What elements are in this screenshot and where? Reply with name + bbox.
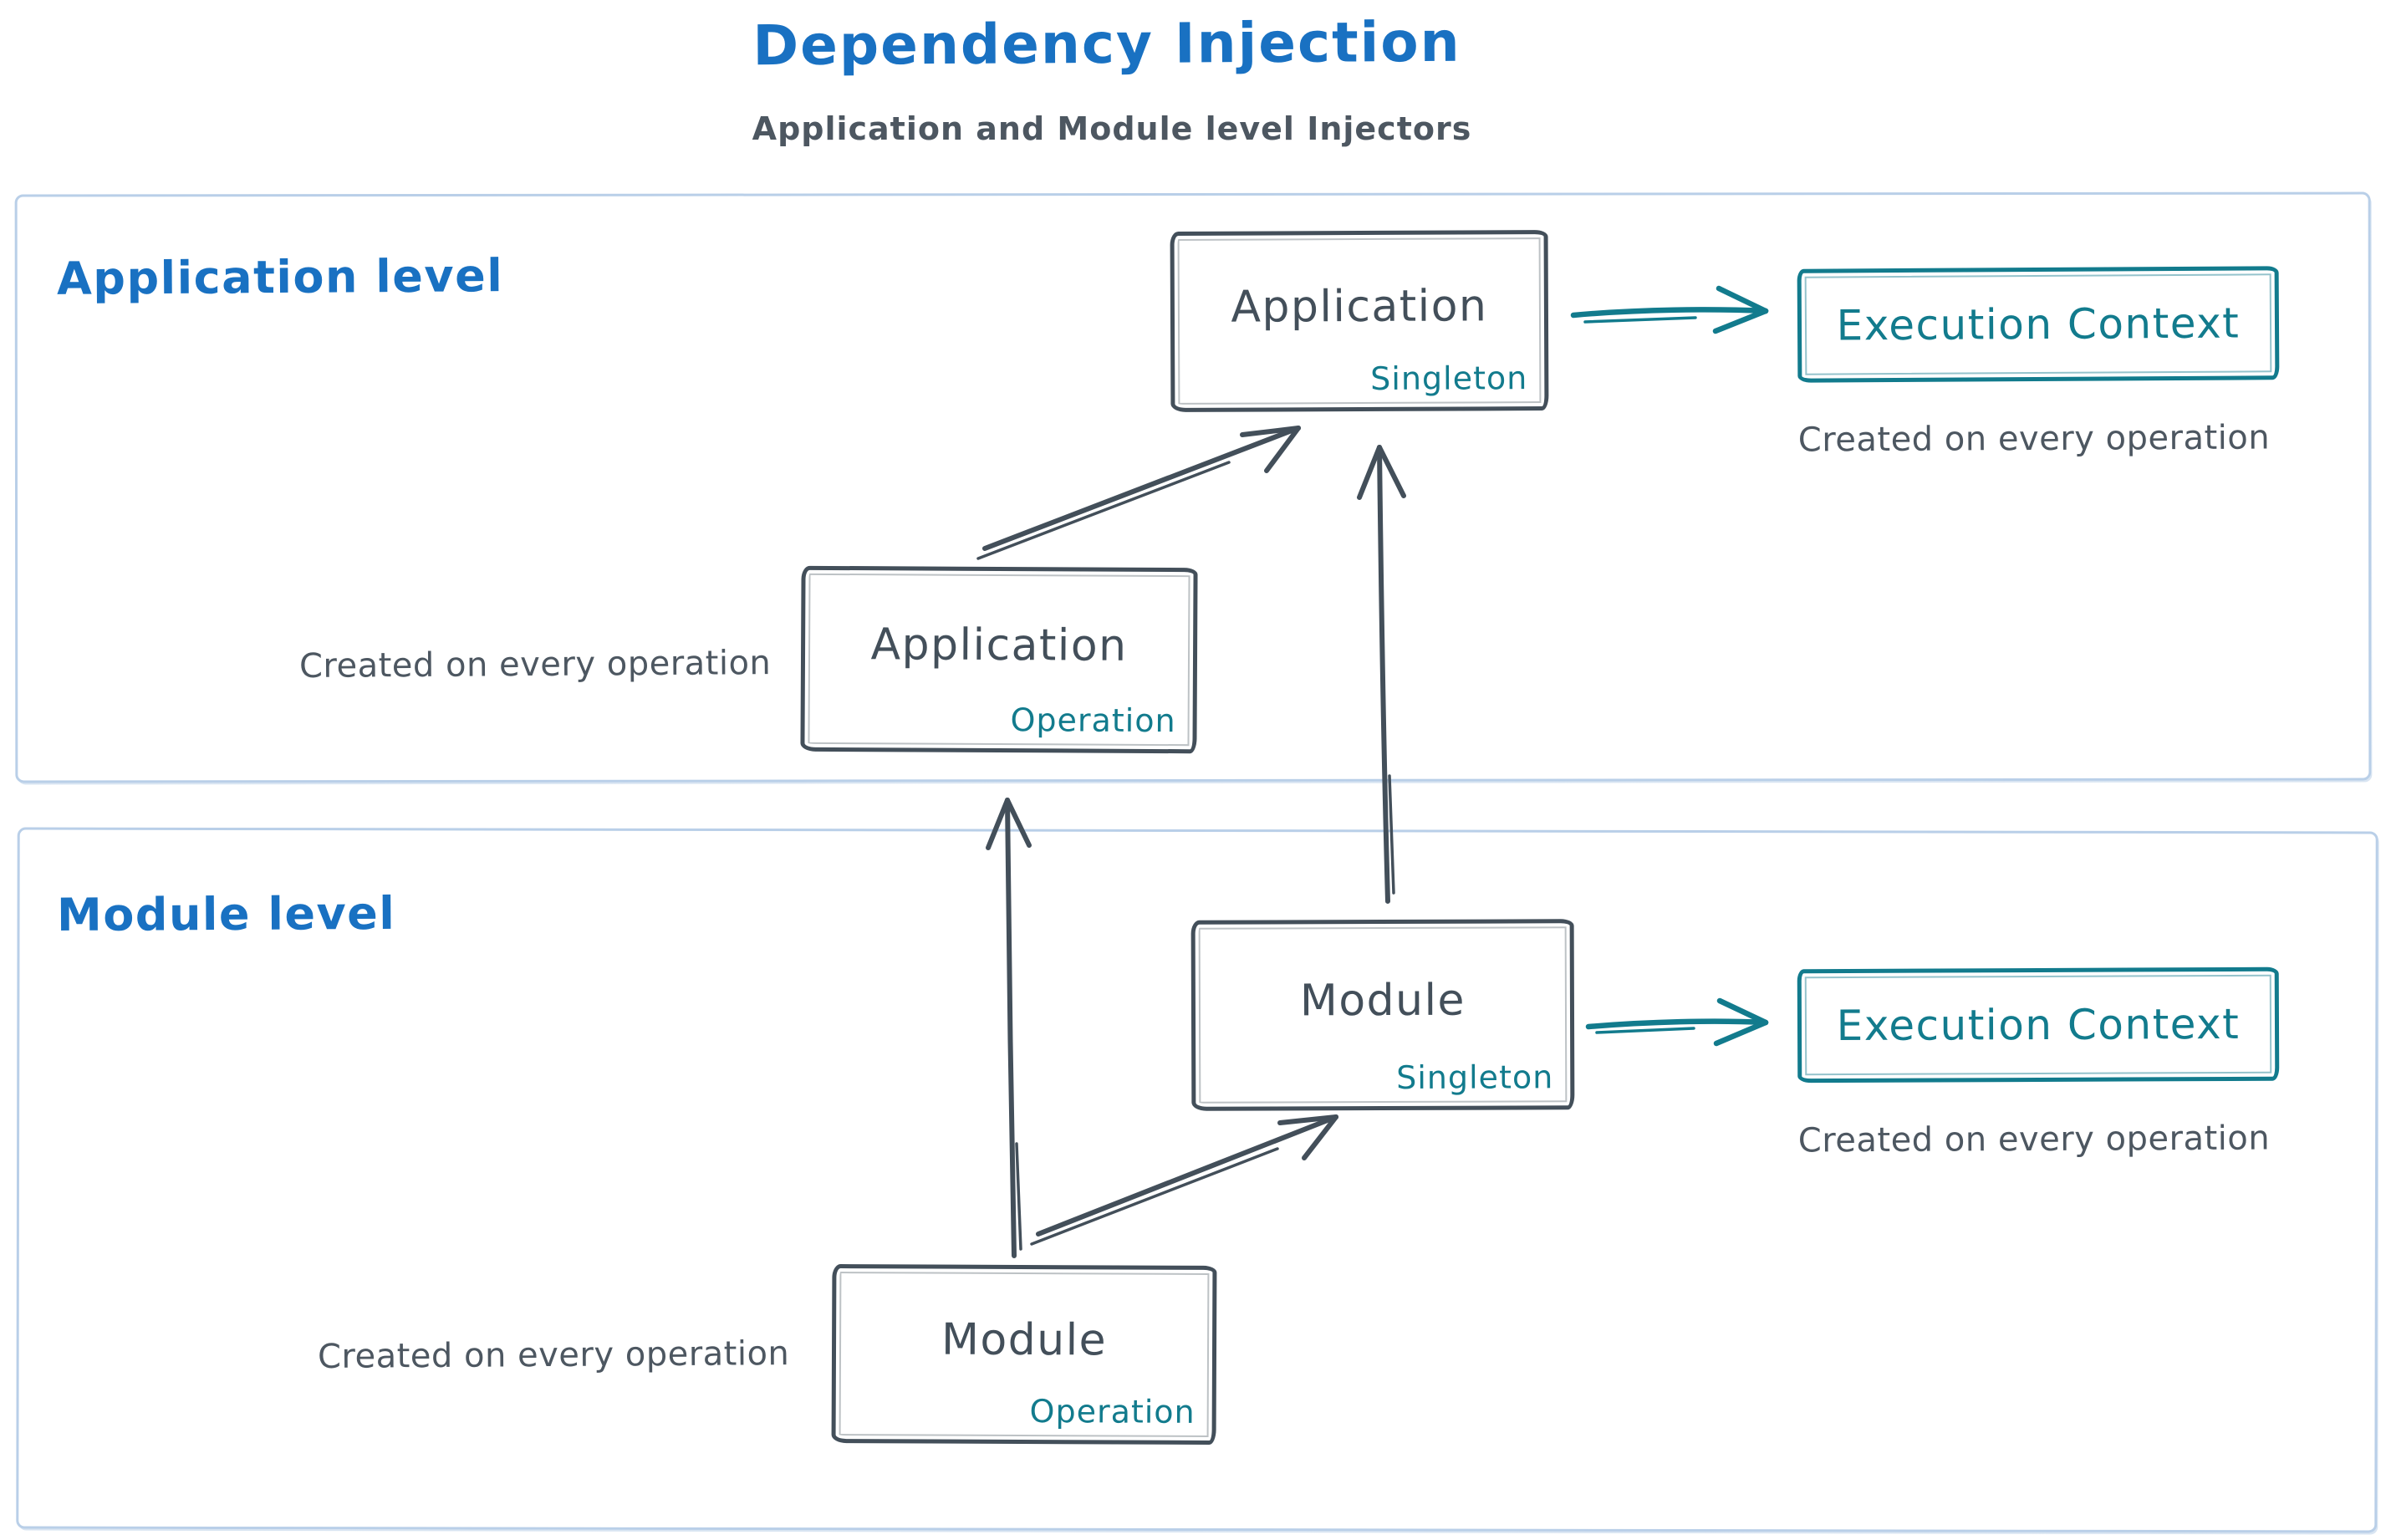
node-module-singleton: Module Singleton [1190, 919, 1575, 1111]
caption-execution-context-application: Created on every operation [1797, 418, 2271, 460]
diagram-subtitle: Application and Module level Injectors [752, 110, 1472, 147]
node-tag-operation: Operation [1029, 1393, 1196, 1430]
node-tag-singleton: Singleton [1396, 1058, 1554, 1096]
diagram-title: Dependency Injection [752, 9, 1461, 79]
node-title: Application [870, 620, 1128, 671]
node-title: Application [1231, 281, 1488, 333]
node-tag-operation: Operation [1010, 701, 1176, 740]
execution-context-label: Execution Context [1836, 298, 2241, 350]
application-level-label: Application level [56, 249, 504, 305]
node-tag-singleton: Singleton [1370, 360, 1528, 397]
node-application-singleton: Application Singleton [1170, 230, 1549, 412]
node-title: Module [1299, 975, 1466, 1027]
node-execution-context-application: Execution Context [1797, 266, 2280, 383]
node-execution-context-module: Execution Context [1797, 966, 2280, 1084]
caption-execution-context-module: Created on every operation [1797, 1119, 2271, 1160]
caption-application-operation: Created on every operation [298, 644, 772, 686]
caption-module-operation: Created on every operation [317, 1334, 790, 1376]
node-application-operation: Application Operation [800, 565, 1198, 754]
node-title: Module [941, 1314, 1108, 1366]
module-level-label: Module level [56, 886, 396, 942]
node-module-operation: Module Operation [831, 1263, 1217, 1446]
execution-context-label: Execution Context [1836, 999, 2241, 1051]
